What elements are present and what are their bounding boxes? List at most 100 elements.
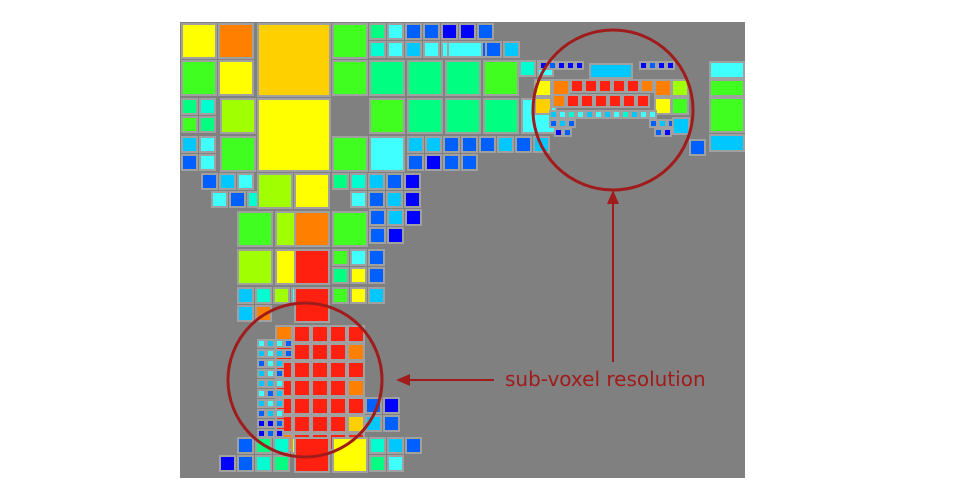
voxel-cell <box>709 97 745 133</box>
voxel-cell <box>563 128 572 137</box>
voxel-cell <box>347 343 365 361</box>
voxel-cell <box>549 119 558 128</box>
voxel-cell <box>275 369 284 378</box>
voxel-cell <box>347 415 365 433</box>
voxel-cell <box>404 173 421 190</box>
arrowhead-left <box>396 374 410 386</box>
annotation-label: sub-voxel resolution <box>505 367 706 391</box>
voxel-cell <box>689 139 706 156</box>
voxel-cell <box>515 136 532 153</box>
voxel-cell <box>594 110 603 119</box>
voxel-cell <box>255 455 272 472</box>
voxel-cell <box>636 94 650 108</box>
voxel-cell <box>332 267 349 284</box>
voxel-cell <box>575 61 584 70</box>
voxel-cell <box>257 23 331 97</box>
voxel-cell <box>567 110 576 119</box>
voxel-cell <box>497 136 514 153</box>
voxel-cell <box>672 117 690 135</box>
voxel-cell <box>347 325 365 343</box>
voxel-cell <box>350 249 367 266</box>
voxel-cell <box>311 397 329 415</box>
voxel-cell <box>447 41 483 58</box>
voxel-cell <box>332 211 368 247</box>
voxel-cell <box>549 110 558 119</box>
voxel-cell <box>332 173 349 190</box>
voxel-cell <box>479 136 496 153</box>
voxel-cell <box>368 267 385 284</box>
voxel-cell <box>181 60 217 96</box>
voxel-cell <box>219 455 236 472</box>
voxel-cell <box>293 379 311 397</box>
voxel-cell <box>332 60 368 96</box>
voxel-cell <box>407 154 424 171</box>
voxel-cell <box>181 154 198 171</box>
voxel-cell <box>199 154 216 171</box>
voxel-cell <box>181 98 198 115</box>
voxel-cell <box>405 437 422 454</box>
voxel-cell <box>387 23 404 40</box>
voxel-cell <box>266 399 275 408</box>
voxel-cell <box>294 173 330 209</box>
voxel-cell <box>441 23 458 40</box>
voxel-cell <box>558 110 567 119</box>
voxel-cell <box>554 128 563 137</box>
voxel-cell <box>649 119 658 128</box>
voxel-cell <box>405 209 422 226</box>
voxel-cell <box>383 397 400 414</box>
voxel-cell <box>266 419 275 428</box>
voxel-cell <box>257 339 266 348</box>
voxel-cell <box>275 419 284 428</box>
voxel-cell <box>237 437 254 454</box>
voxel-cell <box>709 134 745 152</box>
voxel-cell <box>387 227 404 244</box>
voxel-cell <box>567 119 576 128</box>
voxel-cell <box>311 361 329 379</box>
voxel-cell <box>557 61 566 70</box>
voxel-cell <box>347 379 365 397</box>
voxel-cell <box>709 61 745 79</box>
voxel-cell <box>294 211 330 247</box>
voxel-cell <box>257 399 266 408</box>
voxel-cell <box>257 359 266 368</box>
voxel-cell <box>445 98 481 134</box>
voxel-cell <box>219 173 236 190</box>
voxel-cell <box>369 455 386 472</box>
voxel-cell <box>658 119 667 128</box>
voxel-cell <box>369 23 386 40</box>
voxel-cell <box>621 110 630 119</box>
voxel-cell <box>181 23 217 59</box>
voxel-cell <box>386 191 403 208</box>
voxel-cell <box>387 455 404 472</box>
voxel-cell <box>229 191 246 208</box>
voxel-cell <box>237 249 273 285</box>
voxel-cell <box>329 325 347 343</box>
voxel-cell <box>220 98 256 134</box>
voxel-cell <box>576 110 585 119</box>
voxel-cell <box>181 136 198 153</box>
voxel-cell <box>329 379 347 397</box>
voxel-cell <box>608 94 622 108</box>
voxel-cell <box>266 429 275 438</box>
voxel-cell <box>199 136 216 153</box>
voxel-cell <box>257 389 266 398</box>
voxel-cell <box>603 110 612 119</box>
voxel-cell <box>640 79 654 93</box>
voxel-cell <box>199 116 216 133</box>
voxel-cell <box>293 397 311 415</box>
voxel-cell <box>369 209 386 226</box>
voxel-cell <box>485 41 502 58</box>
voxel-cell <box>387 437 404 454</box>
voxel-cell <box>443 136 460 153</box>
voxel-cell <box>347 397 365 415</box>
voxel-cell <box>350 191 367 208</box>
voxel-cell <box>368 173 385 190</box>
voxel-cell <box>654 128 663 137</box>
voxel-cell <box>598 79 612 93</box>
voxel-cell <box>483 60 519 96</box>
annotation-layer <box>226 28 695 459</box>
voxel-cell <box>558 119 567 128</box>
voxel-cell <box>293 325 311 343</box>
voxel-cell <box>383 415 400 432</box>
